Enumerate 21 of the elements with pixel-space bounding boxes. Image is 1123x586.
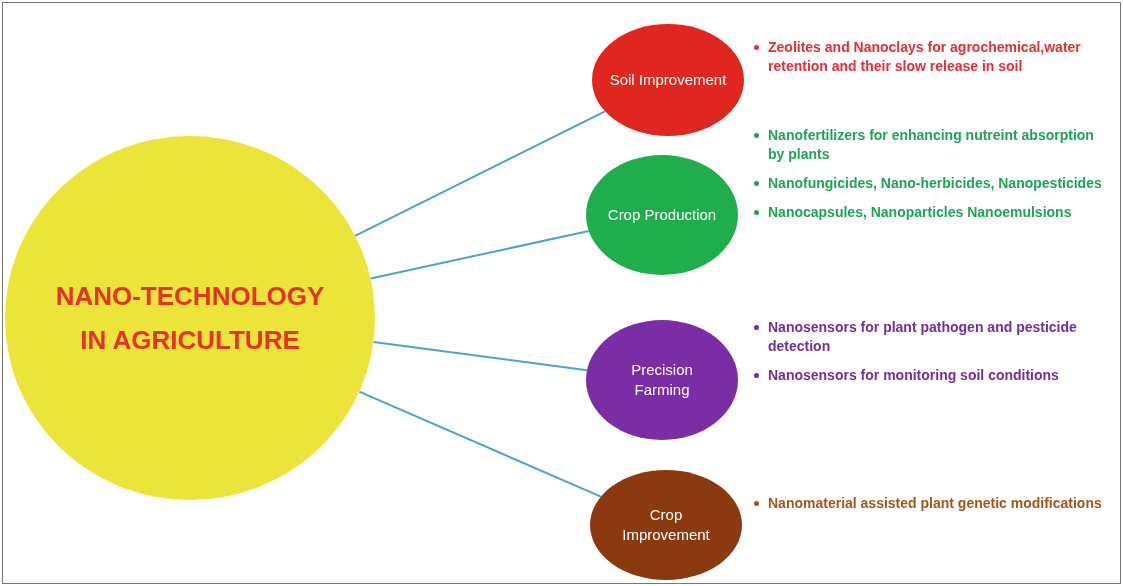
connector-line: [369, 230, 590, 280]
category-circle: [586, 320, 738, 440]
category-circle: [592, 24, 744, 136]
category-label: Precision Farming: [630, 360, 694, 400]
category-circle: [590, 470, 742, 580]
bullet-text: Nanofungicides, Nano-herbicides, Nanopesticides: [768, 175, 1102, 191]
category-label: Crop Improvement: [621, 505, 711, 545]
category-label: Soil Improvement: [608, 70, 728, 90]
bullet-text: Nanomaterial assisted plant genetic modifications: [768, 495, 1102, 511]
category-label: Crop Production: [606, 205, 718, 225]
bullet-text: Nanofertilizers for enhancing nutreint absorption by plants: [768, 127, 1094, 162]
connector-line: [358, 390, 602, 498]
bullet-text: Zeolites and Nanoclays for agrochemical,water retention and their slow release in soil: [768, 39, 1081, 74]
topic-title: NANO-TECHNOLOGY IN AGRICULTURE: [54, 280, 326, 357]
bullet-text: Nanosensors for monitoring soil conditions: [768, 367, 1059, 383]
bullet-text: Nanocapsules, Nanoparticles Nanoemulsions: [768, 204, 1072, 220]
bullet-text: Nanosensors for plant pathogen and pesticide detection: [768, 319, 1077, 354]
main-topic-circle: [5, 136, 375, 500]
connector-line: [354, 110, 607, 237]
connector-line: [372, 341, 589, 372]
category-circle: [586, 155, 738, 275]
